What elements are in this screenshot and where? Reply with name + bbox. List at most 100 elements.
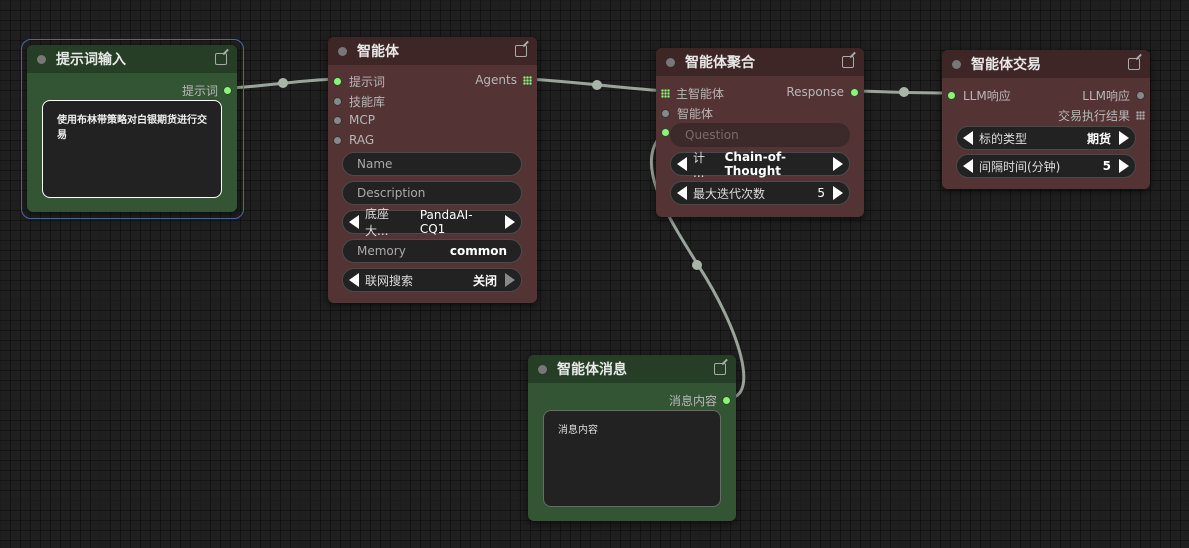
arrow-left-icon[interactable] xyxy=(349,273,359,287)
output-slot-message[interactable]: 消息内容 xyxy=(669,392,731,409)
output-pin[interactable] xyxy=(1136,91,1145,100)
edit-icon[interactable] xyxy=(842,56,854,68)
placeholder: Name xyxy=(357,157,393,171)
collapse-dot-icon[interactable] xyxy=(666,57,675,67)
input-slot-main-agent[interactable]: 主智能体 xyxy=(661,85,724,102)
link-midpoint[interactable] xyxy=(592,80,602,90)
collapse-dot-icon[interactable] xyxy=(338,46,347,56)
slot-label: 消息内容 xyxy=(668,394,717,408)
input-pin[interactable] xyxy=(333,77,342,86)
widget-value: 期货 xyxy=(1086,131,1111,146)
prompt-input-node[interactable]: 提示词输入 提示词 使用布林带策略对白银期货进行交易 xyxy=(27,45,237,212)
edit-icon[interactable] xyxy=(215,53,227,65)
input-slot-question[interactable] xyxy=(661,128,670,137)
arrow-left-icon[interactable] xyxy=(349,215,359,229)
node-title-bar[interactable]: 提示词输入 xyxy=(27,45,237,73)
output-slot-trade-result[interactable]: 交易执行结果 xyxy=(1058,107,1145,124)
slot-label: 交易执行结果 xyxy=(1057,109,1130,123)
prompt-textarea[interactable]: 使用布林带策略对白银期货进行交易 xyxy=(42,100,222,198)
arrow-left-icon[interactable] xyxy=(677,186,687,200)
output-slot-llm-response[interactable]: LLM响应 xyxy=(1082,87,1145,104)
arrow-left-icon[interactable] xyxy=(963,159,973,173)
widget-value: 5 xyxy=(1102,159,1111,173)
web-search-combo[interactable]: 联网搜索 关闭 xyxy=(342,268,522,292)
description-input[interactable]: Description xyxy=(342,181,522,205)
arrow-left-icon[interactable] xyxy=(677,157,687,171)
arrow-left-icon[interactable] xyxy=(963,131,973,145)
output-slot-response[interactable]: Response xyxy=(786,85,859,99)
agent-trade-node[interactable]: 智能体交易 LLM响应 LLM响应 交易执行结果 标的类型 期货 间隔时间(分钟… xyxy=(942,50,1150,189)
edit-icon[interactable] xyxy=(1128,58,1140,70)
output-pin[interactable] xyxy=(722,396,731,405)
widget-label: Memory xyxy=(357,244,406,258)
input-pin[interactable] xyxy=(333,135,342,145)
widget-label: 最大迭代次数 xyxy=(693,186,766,201)
input-pin[interactable] xyxy=(947,91,956,100)
slot-label: 智能体 xyxy=(677,107,714,121)
input-pin[interactable] xyxy=(661,128,670,137)
node-title: 智能体交易 xyxy=(971,57,1041,73)
link-midpoint[interactable] xyxy=(692,260,702,270)
link-aggregate-to-trade[interactable] xyxy=(855,89,952,95)
input-pin[interactable] xyxy=(661,109,670,118)
agent-node[interactable]: 智能体 提示词 技能库 MCP RAG Agents Name Descript… xyxy=(328,37,537,303)
node-title-bar[interactable]: 智能体消息 xyxy=(528,355,736,383)
link-midpoint[interactable] xyxy=(899,87,909,97)
output-pin[interactable] xyxy=(223,86,232,95)
grid-input-icon[interactable] xyxy=(661,89,670,98)
slot-label: LLM响应 xyxy=(1082,89,1130,103)
input-slot-skills[interactable]: 技能库 xyxy=(333,93,385,110)
collapse-dot-icon[interactable] xyxy=(952,59,961,69)
link-midpoint[interactable] xyxy=(278,78,288,88)
edit-icon[interactable] xyxy=(515,45,527,57)
memory-field[interactable]: Memory common xyxy=(342,239,522,263)
widget-label: 联网搜索 xyxy=(365,273,414,288)
link-prompt-to-agent[interactable] xyxy=(228,77,338,90)
message-textarea[interactable]: 消息内容 xyxy=(543,410,721,507)
arrow-right-icon[interactable] xyxy=(833,186,843,200)
output-slot-agents[interactable]: Agents xyxy=(475,73,532,87)
asset-type-combo[interactable]: 标的类型 期货 xyxy=(956,126,1136,150)
arrow-right-icon[interactable] xyxy=(1119,131,1129,145)
arrow-right-icon[interactable] xyxy=(505,273,515,287)
widget-label: 标的类型 xyxy=(979,131,1028,146)
edit-icon[interactable] xyxy=(714,363,726,375)
collapse-dot-icon[interactable] xyxy=(37,54,46,64)
input-slot-agent[interactable]: 智能体 xyxy=(661,105,713,122)
name-input[interactable]: Name xyxy=(342,152,522,176)
output-slot-prompt[interactable]: 提示词 xyxy=(182,82,232,99)
arrow-right-icon[interactable] xyxy=(833,157,843,171)
slot-label: Agents xyxy=(475,73,517,87)
interval-stepper[interactable]: 间隔时间(分钟) 5 xyxy=(956,154,1136,178)
max-iterations-stepper[interactable]: 最大迭代次数 5 xyxy=(670,181,850,205)
arrow-right-icon[interactable] xyxy=(1119,159,1129,173)
question-input[interactable]: Question xyxy=(670,123,850,147)
plan-mode-combo[interactable]: 计 ... Chain-of-Thought xyxy=(670,150,850,180)
input-slot-prompt[interactable]: 提示词 xyxy=(333,73,385,90)
node-title-bar[interactable]: 智能体 xyxy=(328,37,537,65)
node-title-bar[interactable]: 智能体聚合 xyxy=(656,48,864,76)
slot-label: Response xyxy=(786,85,844,99)
agent-message-node[interactable]: 智能体消息 消息内容 消息内容 xyxy=(528,355,736,521)
input-pin[interactable] xyxy=(333,115,342,125)
input-slot-rag[interactable]: RAG xyxy=(333,133,374,147)
node-title-bar[interactable]: 智能体交易 xyxy=(942,50,1150,78)
node-title: 提示词输入 xyxy=(56,52,126,68)
output-pin[interactable] xyxy=(850,87,859,97)
collapse-dot-icon[interactable] xyxy=(538,364,547,374)
slot-label: MCP xyxy=(349,113,375,127)
base-model-combo[interactable]: 底座大... PandaAI-CQ1 xyxy=(342,207,522,238)
slot-label: 提示词 xyxy=(349,75,386,89)
grid-output-icon[interactable] xyxy=(523,75,532,85)
input-slot-llm-response[interactable]: LLM响应 xyxy=(947,87,1011,104)
input-slot-mcp[interactable]: MCP xyxy=(333,113,375,127)
agent-aggregate-node[interactable]: 智能体聚合 主智能体 智能体 Response Question 计 ... C… xyxy=(656,48,864,217)
widget-value: 5 xyxy=(817,186,825,200)
input-pin[interactable] xyxy=(333,97,342,106)
arrow-right-icon[interactable] xyxy=(505,215,515,229)
widget-value: 关闭 xyxy=(472,273,497,288)
link-agent-to-aggregate[interactable] xyxy=(527,77,666,93)
grid-output-icon[interactable] xyxy=(1136,111,1145,120)
selection-outline xyxy=(21,39,244,219)
node-title: 智能体消息 xyxy=(557,362,627,378)
